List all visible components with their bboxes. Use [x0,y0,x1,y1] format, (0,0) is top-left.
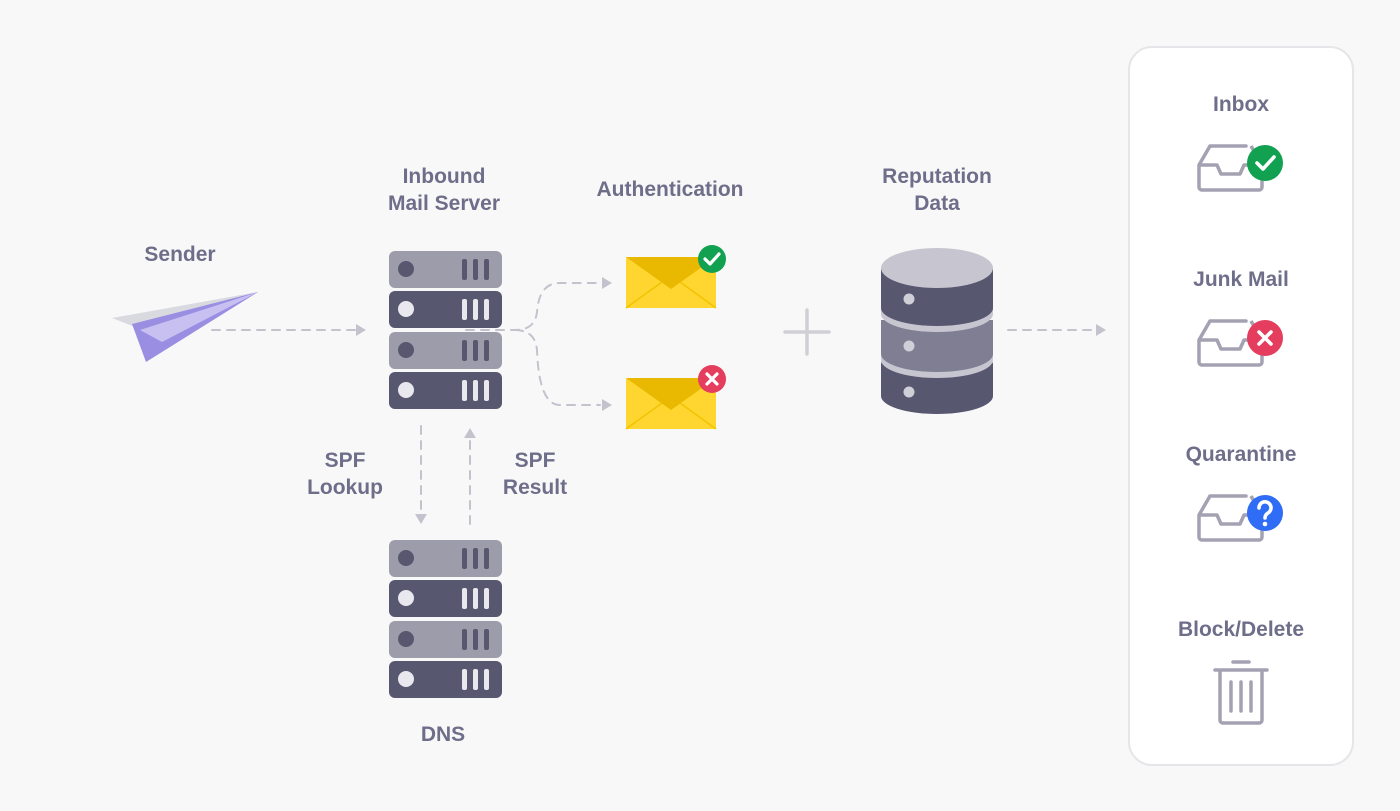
inbound-server-icon [389,251,502,409]
database-icon [881,248,993,414]
dns-server-icon [389,540,502,698]
authentication-label: Authentication [596,178,744,201]
spf-result-label-line1: SPF [514,449,556,472]
dns-label: DNS [420,723,466,746]
inbound-server-label-line1: Inbound [402,165,486,188]
outcome-label-inbox: Inbox [1213,93,1269,116]
outcome-label-quarantine: Quarantine [1185,443,1297,466]
outcome-label-block-delete: Block/Delete [1177,618,1305,641]
question-mark-icon [1257,500,1273,520]
paper-plane-icon [112,292,258,362]
envelope-fail-icon [625,365,726,430]
x-mark-icon [705,372,719,386]
spf-result-label-line2: Result [502,476,568,499]
spf-lookup-label-line1: SPF [324,449,366,472]
envelope-pass-icon [625,245,726,309]
inbox-x-icon [1197,319,1283,367]
plus-icon [783,308,831,356]
inbox-check-icon [1197,144,1283,192]
sender-label: Sender [144,243,216,266]
check-icon [1255,155,1276,171]
spf-result-label: SPF Result [485,447,585,501]
x-mark-icon [1257,330,1273,346]
outcome-label-junk-mail: Junk Mail [1193,268,1289,291]
outcome-panel [1128,46,1354,766]
inbox-question-icon [1197,494,1283,542]
reputation-data-label-line1: Reputation [882,165,992,188]
inbound-server-label: Inbound Mail Server [364,163,524,217]
spf-lookup-label: SPF Lookup [295,447,395,501]
check-icon [703,252,721,266]
spf-lookup-label-line2: Lookup [307,476,383,499]
reputation-data-label: Reputation Data [857,163,1017,217]
server-to-auth-fail-arrow [514,329,601,406]
inbound-server-label-line2: Mail Server [387,192,501,215]
server-to-auth-pass-arrow [465,282,601,331]
reputation-data-label-line2: Data [914,192,960,215]
trash-icon [1213,660,1269,725]
